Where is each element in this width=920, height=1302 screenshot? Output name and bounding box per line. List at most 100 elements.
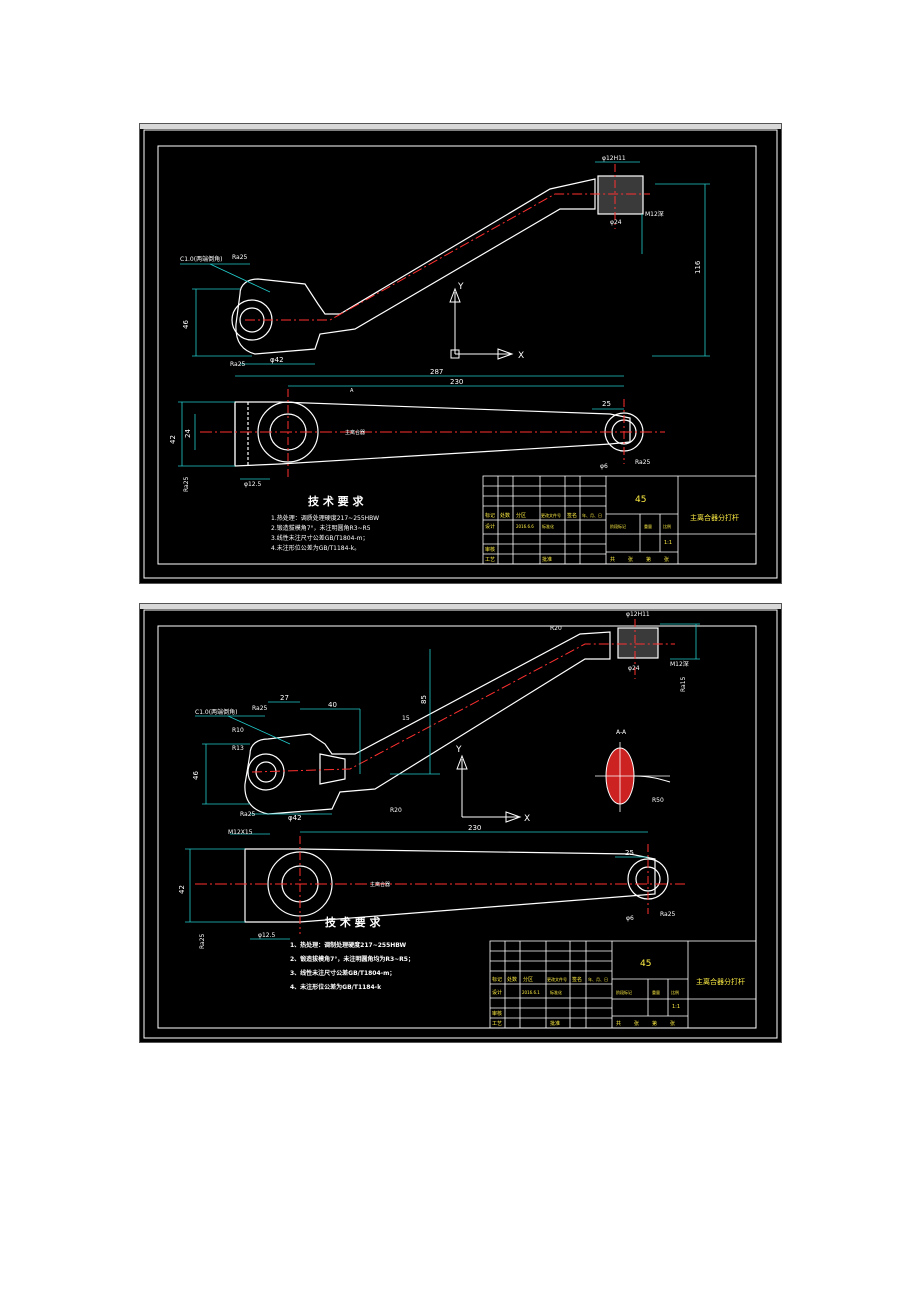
tb-design: 设计: [492, 989, 502, 996]
dim-d85: 85: [420, 695, 428, 704]
tb-sheet-3: 第: [646, 556, 651, 563]
tb-standard: 标准化: [542, 523, 554, 529]
tb-part-name: 主离合器分打杆: [690, 513, 739, 522]
drawing-canvas-1: 46 φ42 116 C1.0(两端倒角) Ra25 Ra25 φ12H11 φ…: [143, 129, 778, 579]
top-view-part: [244, 627, 659, 815]
label-text-mid: 主离合器: [370, 881, 390, 888]
tb-header-3: 分区: [523, 976, 533, 983]
tb-header-5: 签名: [567, 512, 577, 519]
tech-note-4: 4、未注形位公差为GB/T1184-k: [290, 983, 382, 991]
label-ra-right: Ra25: [635, 459, 651, 466]
axis-y-label: Y: [457, 282, 464, 292]
front-view-dims: [185, 831, 648, 940]
tb-header-1: 标记: [485, 512, 495, 519]
tb-header-2: 处数: [507, 976, 517, 983]
tech-note-3: 3.线性未注尺寸公差GB/T1804-m；: [271, 534, 368, 542]
tb-header-3: 分区: [516, 512, 526, 519]
dim-d42: φ42: [270, 356, 284, 364]
dim-h24: 24: [184, 429, 192, 438]
dim-top-hole: φ12H11: [626, 611, 650, 618]
cad-screenshot-1: 46 φ42 116 C1.0(两端倒角) Ra25 Ra25 φ12H11 φ…: [139, 123, 782, 584]
ucs-axis-icon: [456, 754, 522, 823]
dim-d12: φ12.5: [258, 932, 276, 939]
tb-part-name: 主离合器分打杆: [696, 977, 745, 986]
dim-m12: M12X15: [228, 829, 253, 836]
tb-sheet-4: 张: [664, 556, 669, 563]
dim-height: 116: [694, 260, 702, 274]
dim-len: 230: [450, 378, 463, 386]
axis-x-label: X: [524, 814, 530, 824]
tb-header-4: 更改文件号: [541, 512, 561, 518]
drawing-canvas-2: 46 φ42 27 40 85 R10 R13 R20 R20 C1.0(两端倒…: [143, 609, 778, 1039]
dim-left-height: 46: [182, 320, 190, 329]
tb-scale-label: 比例: [663, 523, 671, 529]
dim-h42: 42: [169, 435, 177, 444]
tech-title: 技 术 要 求: [325, 915, 381, 929]
label-chamfer: C1.0(两端倒角): [180, 255, 222, 263]
dim-tol: 15: [402, 715, 410, 722]
tb-sheet-4: 张: [670, 1020, 675, 1027]
dim-top-depth: M12深: [670, 660, 689, 668]
section-view: [595, 742, 671, 812]
tb-material: 45: [640, 959, 651, 969]
tb-process: 工艺: [485, 557, 495, 563]
dim-top-dia: φ24: [628, 665, 640, 672]
dim-d230: 230: [468, 824, 481, 832]
tb-header-6: 年、月、日: [582, 512, 602, 518]
dim-r20a: R20: [550, 625, 562, 632]
tech-note-2: 2、锻造拔模角7°，未注明圆角均为R3~R5；: [290, 955, 414, 963]
tech-note-2: 2.锻造拔模角7°，未注明圆角R3~R5: [271, 524, 371, 532]
tb-sheet-2: 张: [628, 556, 633, 563]
label-ra-bottom: Ra25: [240, 811, 256, 818]
label-ra-top: Ra25: [232, 254, 248, 261]
label-ra-top: Ra25: [252, 705, 268, 712]
label-ra-right: Ra25: [660, 911, 676, 918]
tb-stage: 阶段标记: [610, 523, 626, 529]
label-ra-left: Ra25: [183, 476, 190, 492]
dim-left-height: 46: [192, 771, 200, 780]
tb-sheet-1: 共: [610, 556, 615, 563]
dim-d27: 27: [280, 694, 289, 702]
dim-r13: R13: [232, 745, 244, 752]
section-label: A-A: [616, 729, 627, 736]
dim-r25: 25: [602, 400, 611, 408]
top-view-part: [231, 175, 644, 355]
label-chamfer: C1.0(两端倒角): [195, 708, 237, 716]
tb-weight: 重量: [644, 523, 652, 529]
tb-material: 45: [635, 495, 646, 505]
tb-approve: 批准: [550, 1020, 560, 1027]
tb-review: 审核: [492, 1010, 502, 1017]
tb-sheet-2: 张: [634, 1020, 639, 1027]
dim-h42: 42: [178, 885, 186, 894]
dim-span: 287: [430, 368, 443, 376]
tb-review: 审核: [485, 546, 495, 553]
tb-scale: 1:1: [672, 1004, 680, 1010]
dim-d6: φ6: [626, 915, 634, 922]
tech-note-1: 1、热处理：调制处理硬度217~255HBW: [290, 941, 407, 949]
tb-stage: 阶段标记: [616, 989, 632, 995]
tb-scale-label: 比例: [671, 989, 679, 995]
tb-standard: 标准化: [550, 989, 562, 995]
label-text-mid: 主离合器: [345, 429, 365, 436]
dim-top-depth: M12深: [645, 210, 664, 218]
outer-frame: [143, 129, 778, 579]
tb-approve: 批准: [542, 556, 552, 563]
dim-d6: φ6: [600, 463, 608, 470]
tb-header-4: 更改文件号: [547, 976, 567, 982]
cad-screenshot-2: 46 φ42 27 40 85 R10 R13 R20 R20 C1.0(两端倒…: [139, 603, 782, 1043]
dim-r20b: R20: [390, 807, 402, 814]
dim-d25: 25: [625, 849, 634, 857]
tb-design-date: 2016.6.1: [522, 990, 540, 995]
axis-y-label: Y: [455, 745, 462, 755]
dim-d40: 40: [328, 701, 337, 709]
label-ra-bottom: Ra25: [230, 361, 246, 368]
tech-title: 技 术 要 求: [308, 494, 364, 508]
front-view-part: [244, 848, 669, 923]
title-block: [489, 940, 757, 1029]
axis-x-label: X: [518, 351, 524, 361]
center-line-top: [245, 193, 650, 321]
tb-header-6: 年、月、日: [588, 976, 608, 982]
window-toolbar-strip: [140, 124, 781, 129]
ucs-axis-icon: [449, 287, 514, 360]
dim-d12: φ12.5: [244, 481, 262, 488]
